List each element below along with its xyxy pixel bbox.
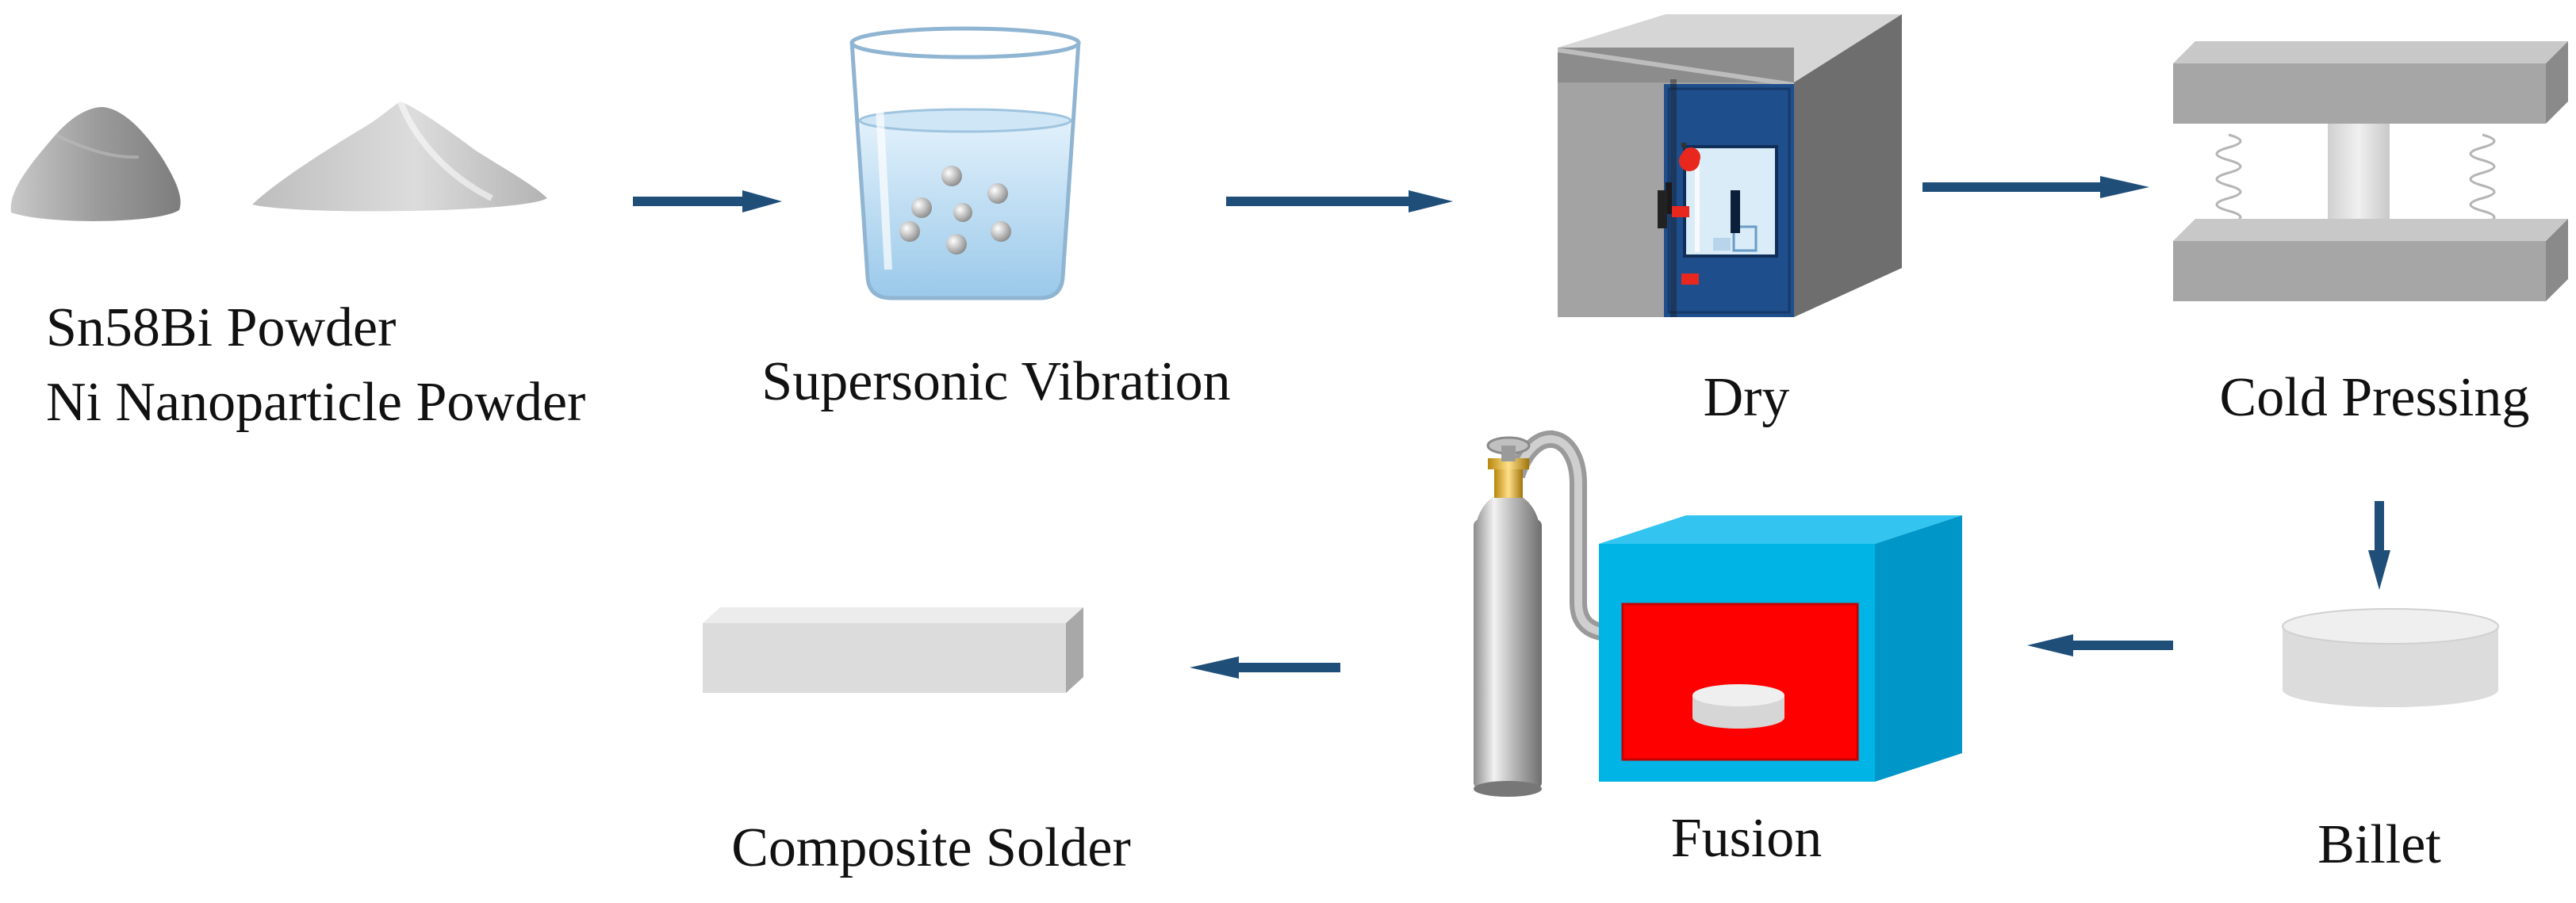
arrow-pressing-to-billet [2368, 501, 2390, 590]
arrow-billet-to-fusion [2027, 634, 2173, 656]
label-cold-pressing: Cold Pressing [2219, 367, 2530, 428]
gas-cylinder-icon [1474, 430, 1619, 797]
powder-pile-icon [252, 100, 547, 212]
label-billet: Billet [2317, 814, 2441, 875]
beaker-icon [849, 26, 1081, 300]
label-ni-nanoparticle-powder: Ni Nanoparticle Powder [46, 372, 586, 433]
label-fusion: Fusion [1670, 808, 1823, 869]
furnace-icon [1599, 515, 1962, 782]
drying-oven-icon [1558, 14, 1902, 317]
arrow-dry-to-pressing [1922, 176, 2149, 198]
arrow-powder-to-vibration [633, 190, 782, 212]
label-composite-solder: Composite Solder [731, 817, 1131, 878]
label-sn58bi-powder: Sn58Bi Powder [46, 297, 397, 358]
label-supersonic-vibration: Supersonic Vibration [761, 351, 1231, 412]
powder-pile-icon [10, 107, 181, 221]
billet-disc-icon [2282, 608, 2499, 707]
arrow-vibration-to-dry [1226, 190, 1453, 212]
solder-bar-icon [703, 607, 1083, 693]
arrow-fusion-to-solder [1190, 656, 1340, 679]
label-dry: Dry [1703, 367, 1790, 428]
cold-press-icon [2173, 41, 2568, 301]
